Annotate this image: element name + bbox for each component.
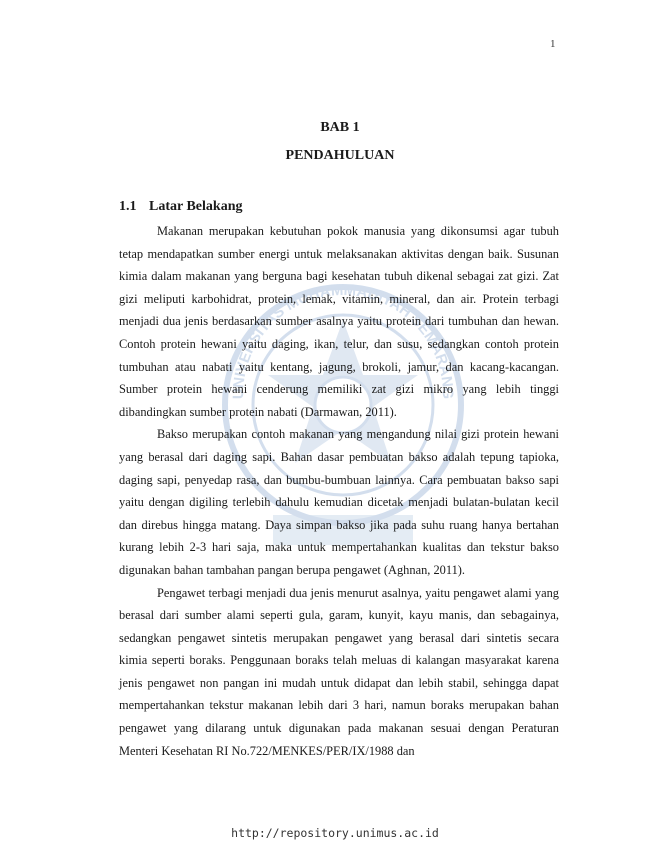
- section-title: Latar Belakang: [149, 199, 243, 214]
- page-number: 1: [550, 38, 556, 50]
- body-text: Makanan merupakan kebutuhan pokok manusi…: [119, 220, 559, 762]
- section-number: 1.1: [119, 199, 137, 214]
- chapter-number: BAB 1: [320, 120, 360, 135]
- paragraph: Bakso merupakan contoh makanan yang meng…: [119, 427, 559, 577]
- chapter-title: PENDAHULUAN: [285, 148, 395, 163]
- section-heading: 1.1 Latar Belakang: [119, 199, 242, 215]
- footer-repository-url[interactable]: http://repository.unimus.ac.id: [231, 826, 439, 840]
- paragraph: Pengawet terbagi menjadi dua jenis menur…: [119, 585, 559, 758]
- paragraph: Makanan merupakan kebutuhan pokok manusi…: [119, 224, 559, 419]
